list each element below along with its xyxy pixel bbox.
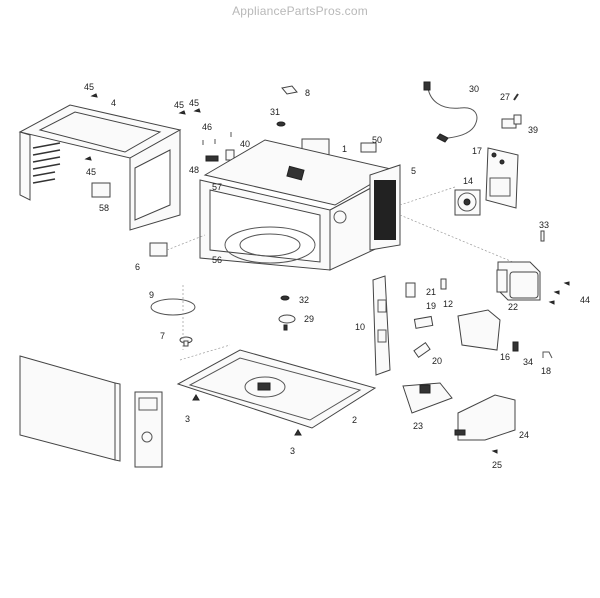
part-8[interactable]: [281, 85, 298, 95]
part-6[interactable]: [149, 242, 168, 257]
fan-14[interactable]: [454, 189, 481, 216]
door[interactable]: [19, 355, 121, 462]
roller-ring-9[interactable]: [150, 298, 196, 316]
part-21[interactable]: [405, 282, 416, 298]
control-bracket-10[interactable]: [372, 275, 391, 376]
coupler-7[interactable]: [179, 336, 193, 347]
power-cord-30[interactable]: [423, 81, 478, 143]
screw-45[interactable]: [84, 93, 201, 161]
part-18[interactable]: [542, 351, 553, 359]
part-50[interactable]: [360, 142, 377, 153]
label-58[interactable]: [91, 182, 111, 198]
side-panel-5[interactable]: [369, 164, 401, 251]
part-32[interactable]: [280, 295, 290, 301]
part-34[interactable]: [512, 341, 519, 352]
sensor-48[interactable]: [205, 155, 219, 162]
transformer-22[interactable]: [496, 261, 541, 301]
part-31[interactable]: [276, 121, 286, 127]
part-19[interactable]: [413, 315, 434, 329]
screws-3[interactable]: [192, 394, 302, 436]
outer-case[interactable]: [18, 104, 182, 231]
part-16[interactable]: [457, 309, 501, 351]
control-panel[interactable]: [134, 391, 163, 468]
part-33[interactable]: [540, 230, 545, 242]
switch-39[interactable]: [501, 114, 522, 129]
watermark: AppliancePartsPros.com: [232, 4, 368, 18]
screw-25[interactable]: [491, 449, 498, 454]
part-12[interactable]: [440, 278, 447, 290]
motor-29[interactable]: [278, 314, 296, 331]
screw-46[interactable]: [202, 132, 232, 145]
part-27[interactable]: [513, 93, 519, 101]
bracket-17[interactable]: [485, 147, 519, 209]
part-20[interactable]: [413, 342, 431, 358]
base-plate-2[interactable]: [176, 349, 377, 429]
pcb-23[interactable]: [402, 382, 453, 414]
part-24[interactable]: [454, 394, 516, 441]
screws-44[interactable]: [548, 281, 570, 305]
